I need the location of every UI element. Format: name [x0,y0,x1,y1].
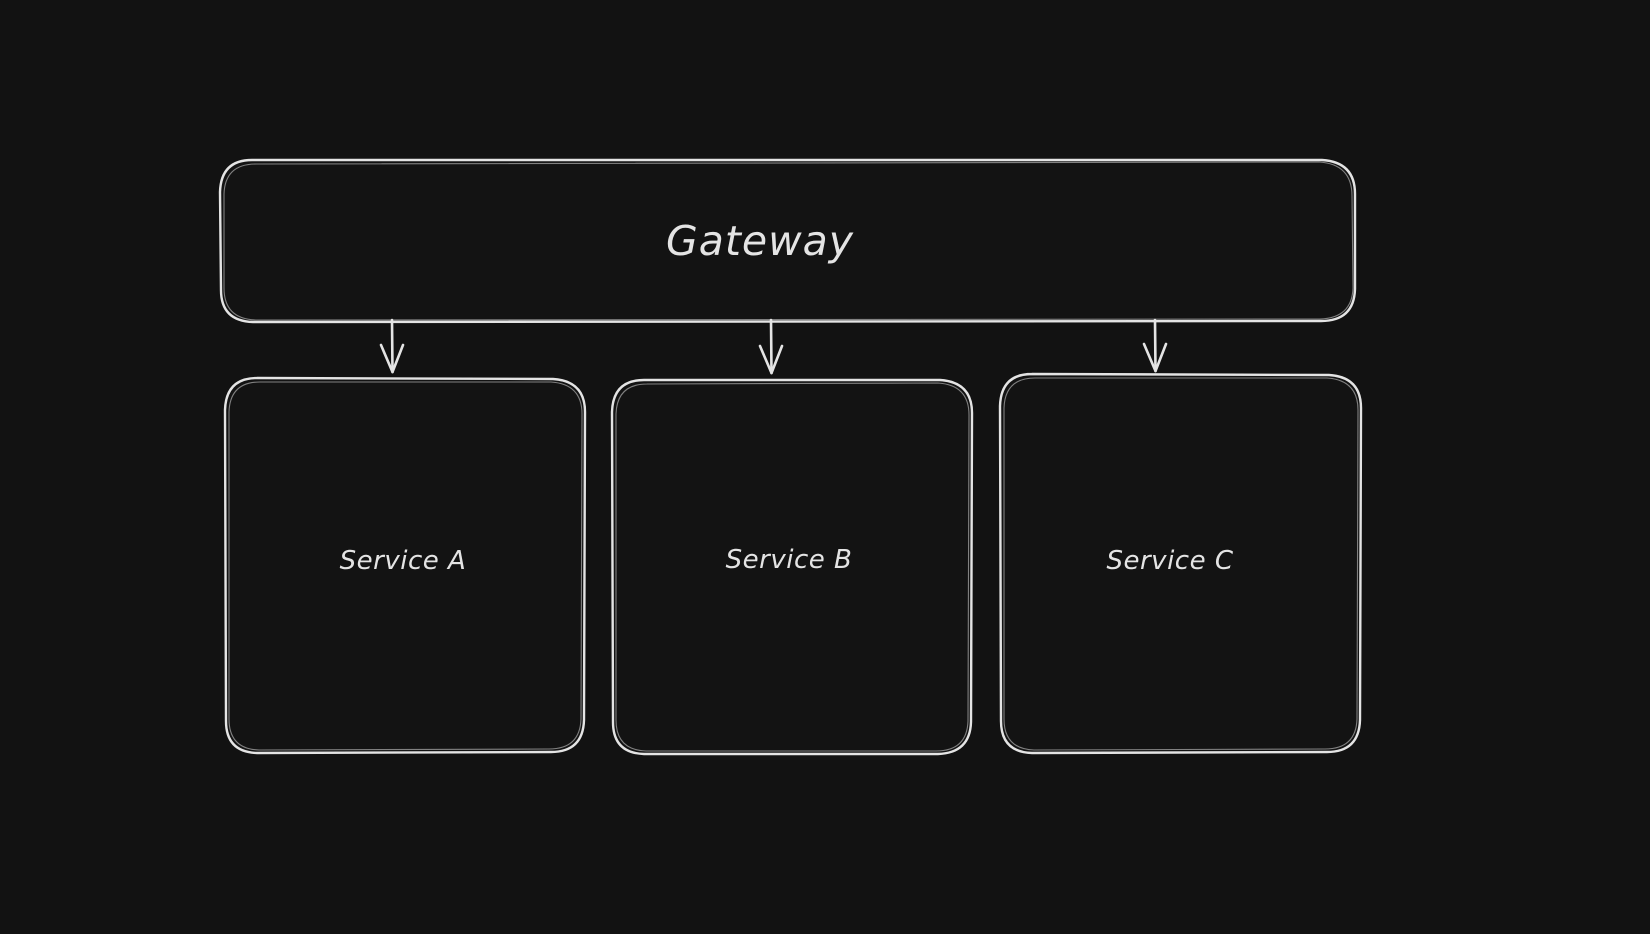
edge-line [390,318,394,374]
node-gateway-outline [218,158,1357,324]
edge-gateway-to-service-b[interactable] [758,318,784,375]
node-service-b-label: Service B [725,545,853,575]
node-service-a-label: Service A [339,546,467,576]
edge-line [1153,318,1157,373]
node-service-c-outline [998,372,1363,755]
node-gateway[interactable] [218,158,1357,324]
edge-arrowhead [758,344,784,375]
edge-arrowhead [379,343,405,374]
node-service-a[interactable] [223,376,587,755]
node-service-a-outline-sketch [228,381,583,751]
edge-gateway-to-service-c[interactable] [1142,318,1168,373]
edge-line [769,318,773,375]
node-gateway-label: Gateway [665,217,855,265]
node-service-c-label: Service C [1106,546,1234,576]
node-gateway-outline-sketch [223,161,1354,321]
edge-gateway-to-service-a[interactable] [379,318,405,374]
edge-arrowhead [1142,342,1168,373]
node-service-b-outline [610,378,974,756]
node-service-a-outline [223,376,587,755]
node-service-b[interactable] [610,378,974,756]
node-service-c-outline-sketch [1003,377,1359,751]
node-service-b-outline-sketch [615,382,970,752]
node-service-c[interactable] [998,372,1363,755]
